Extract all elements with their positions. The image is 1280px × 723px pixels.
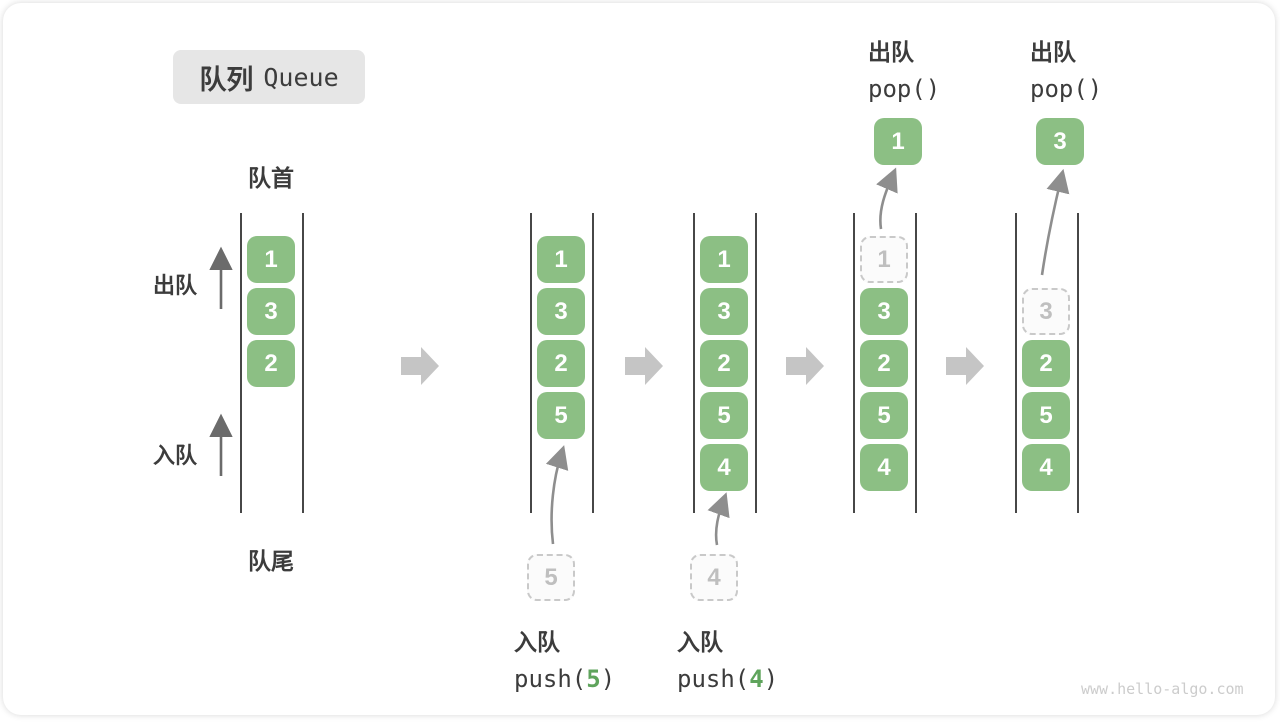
code-part: ) <box>763 665 779 693</box>
dequeue-op-zh: 出队 <box>1030 39 1076 65</box>
queue-wall-right <box>302 213 304 513</box>
queue-front-label: 队首 <box>248 165 294 191</box>
dequeue-op-zh: 出队 <box>868 39 914 65</box>
queue-item: 3 <box>247 288 295 335</box>
queue-wall-right <box>755 213 757 513</box>
queue-wall-right <box>915 213 917 513</box>
queue-wall-left <box>240 213 242 513</box>
dequeue-op-label: 出队 pop() <box>1030 33 1180 103</box>
popped-item: 3 <box>1036 118 1084 165</box>
queue-item-dashed: 1 <box>860 236 908 283</box>
watermark: www.hello-algo.com <box>1081 680 1244 698</box>
queue-wall-left <box>853 213 855 513</box>
title-zh: 队列 <box>199 64 254 95</box>
flow-arrow-4 <box>946 347 984 385</box>
queue-rear-label: 队尾 <box>248 548 294 574</box>
incoming-item: 5 <box>527 554 575 601</box>
queue-item-dashed: 3 <box>1022 288 1070 335</box>
enqueue-annotation: 入队 push(5) <box>514 623 694 693</box>
dequeue-side-label: 出队 <box>153 273 198 298</box>
queue-item: 2 <box>1022 340 1070 387</box>
queue-item: 3 <box>860 288 908 335</box>
code-part: push( <box>514 665 587 693</box>
queue-item: 2 <box>860 340 908 387</box>
queue-item: 2 <box>700 340 748 387</box>
flow-arrow-1 <box>401 347 439 385</box>
queue-item: 3 <box>700 288 748 335</box>
queue-item: 1 <box>537 236 585 283</box>
queue-item: 4 <box>1022 444 1070 491</box>
code-part: 4 <box>749 665 764 693</box>
queue-item: 5 <box>1022 392 1070 439</box>
queue-wall-left <box>1015 213 1017 513</box>
queue-item: 2 <box>247 340 295 387</box>
queue-item: 5 <box>537 392 585 439</box>
dequeue-op-code: pop() <box>1030 75 1103 103</box>
enqueue-annotation: 入队 push(4) <box>677 623 857 693</box>
enqueue-5-arrow <box>545 445 569 545</box>
popped-item: 1 <box>874 118 922 165</box>
queue-wall-left <box>530 213 532 513</box>
queue-item: 2 <box>537 340 585 387</box>
code-part: push( <box>677 665 750 693</box>
dequeue-op-label: 出队 pop() <box>868 33 1018 103</box>
queue-item: 1 <box>700 236 748 283</box>
enqueue-annotation-label: 入队 <box>677 629 723 655</box>
queue-item: 5 <box>700 392 748 439</box>
queue-item: 4 <box>700 444 748 491</box>
queue-wall-left <box>693 213 695 513</box>
queue-item: 3 <box>537 288 585 335</box>
incoming-item: 4 <box>690 554 738 601</box>
dequeue-1-arrow <box>876 167 898 230</box>
enqueue-annotation-code: push(4) <box>677 665 857 693</box>
queue-item: 1 <box>247 236 295 283</box>
queue-item: 4 <box>860 444 908 491</box>
flow-arrow-2 <box>625 347 663 385</box>
code-part: ) <box>600 665 616 693</box>
title-en: Queue <box>263 62 339 92</box>
title-box: 队列 Queue <box>173 50 365 104</box>
queue-item: 5 <box>860 392 908 439</box>
dequeue-op-code: pop() <box>868 75 941 103</box>
queue-wall-right <box>592 213 594 513</box>
flow-arrow-3 <box>786 347 824 385</box>
enqueue-side-label: 入队 <box>153 443 198 468</box>
enqueue-annotation-code: push(5) <box>514 665 694 693</box>
arrow-layer <box>209 167 1070 546</box>
queue-wall-right <box>1077 213 1079 513</box>
enqueue-4-arrow <box>707 492 730 546</box>
enqueue-annotation-label: 入队 <box>514 629 560 655</box>
dequeue-3-arrow <box>1040 168 1070 276</box>
code-part: 5 <box>586 665 601 693</box>
